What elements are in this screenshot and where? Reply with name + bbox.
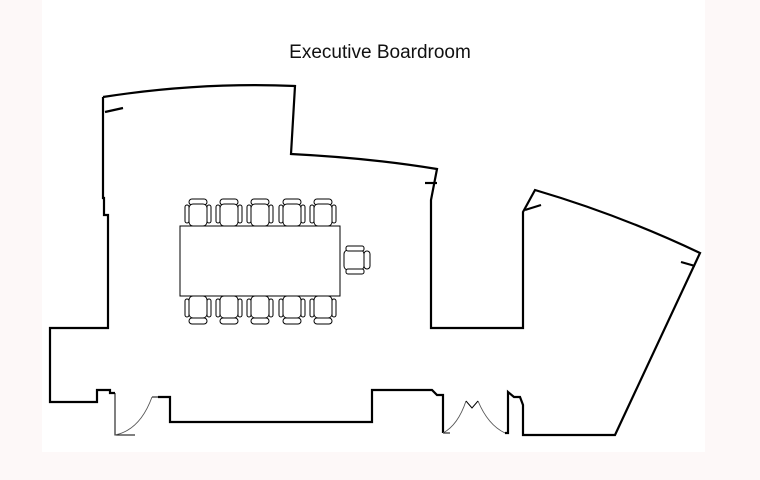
window-tick xyxy=(524,203,542,212)
door-right xyxy=(442,400,506,434)
conference-table xyxy=(179,225,341,297)
chair xyxy=(246,198,274,227)
chair xyxy=(184,198,212,227)
chair xyxy=(246,295,274,325)
chair xyxy=(184,295,212,325)
door-left xyxy=(114,393,158,436)
chair xyxy=(343,245,371,275)
outer-wall xyxy=(48,84,702,437)
chair xyxy=(278,295,306,325)
right-margin xyxy=(705,0,760,480)
chair xyxy=(309,198,337,227)
chair xyxy=(215,295,243,325)
left-margin xyxy=(0,0,42,480)
chair xyxy=(215,198,243,227)
chair xyxy=(309,295,337,325)
window-tick xyxy=(680,260,696,268)
window-tick xyxy=(104,106,124,114)
chair xyxy=(278,198,306,227)
chairs-group xyxy=(184,198,371,325)
bottom-margin xyxy=(0,452,760,480)
room-title: Executive Boardroom xyxy=(289,42,471,63)
